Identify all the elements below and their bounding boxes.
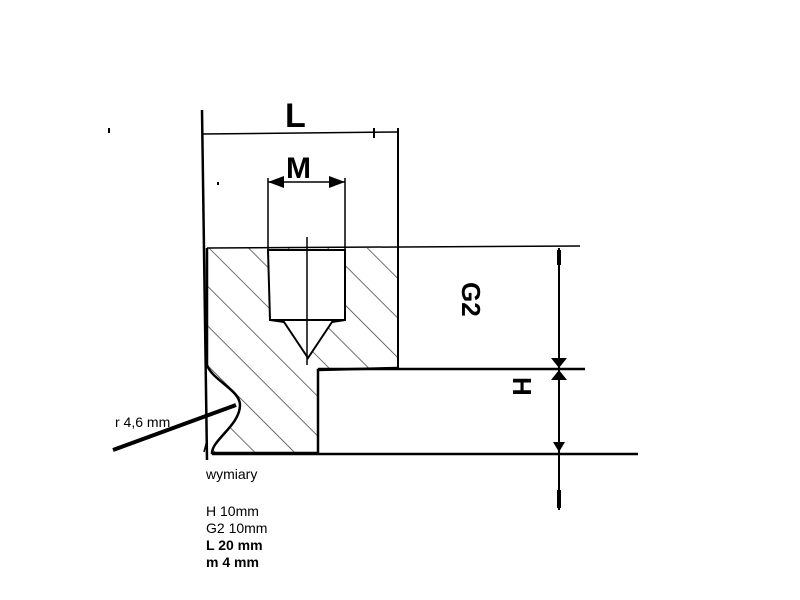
label-g2: G2 xyxy=(456,282,486,317)
h-arrow-bottom xyxy=(553,442,565,452)
legend-title: wymiary xyxy=(206,466,258,482)
legend-line-m: m 4 mm xyxy=(206,554,259,570)
legend-line-h: H 10mm xyxy=(206,503,259,519)
label-l: L xyxy=(285,97,306,135)
h-arrow-down xyxy=(551,370,567,380)
l-dimension-line xyxy=(201,131,399,135)
l-extension-left xyxy=(200,109,209,461)
legend-line-g2: G2 10mm xyxy=(206,520,268,536)
stray-mark xyxy=(203,439,208,453)
label-m: M xyxy=(286,152,311,185)
dimensions-legend: wymiary H 10mm G2 10mm L 20 mm m 4 mm xyxy=(206,466,267,571)
h-arrow-up xyxy=(551,358,567,368)
part-outline xyxy=(205,248,399,455)
m-arrow-left xyxy=(268,176,284,188)
radius-leader-line xyxy=(112,403,237,452)
label-radius: r 4,6 mm xyxy=(115,414,170,430)
label-h: H xyxy=(507,377,537,396)
top-edge-line xyxy=(206,245,581,249)
legend-line-l: L 20 mm xyxy=(206,537,263,553)
m-arrow-right xyxy=(329,176,345,188)
